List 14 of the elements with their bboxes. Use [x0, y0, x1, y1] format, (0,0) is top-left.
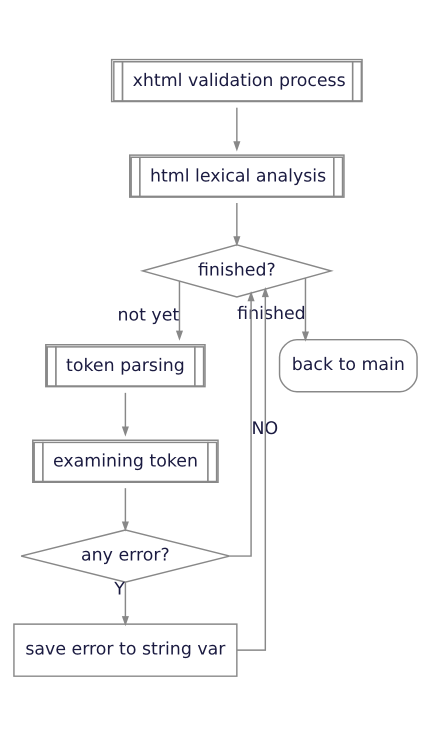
- arrow: [230, 290, 255, 556]
- node-box: back to main: [278, 338, 418, 392]
- arrow: [302, 278, 310, 342]
- node-box: save error to string var: [13, 622, 238, 676]
- arrow: [233, 107, 240, 151]
- edge-label: not yet: [117, 304, 180, 325]
- arrow: [237, 286, 269, 650]
- node-diamond: any error?: [20, 528, 230, 582]
- arrow: [122, 392, 129, 436]
- edge-label: NO: [252, 418, 278, 439]
- arrow: [122, 582, 129, 626]
- arrow: [176, 280, 183, 340]
- arrow: [122, 488, 129, 532]
- arrow: [233, 202, 240, 246]
